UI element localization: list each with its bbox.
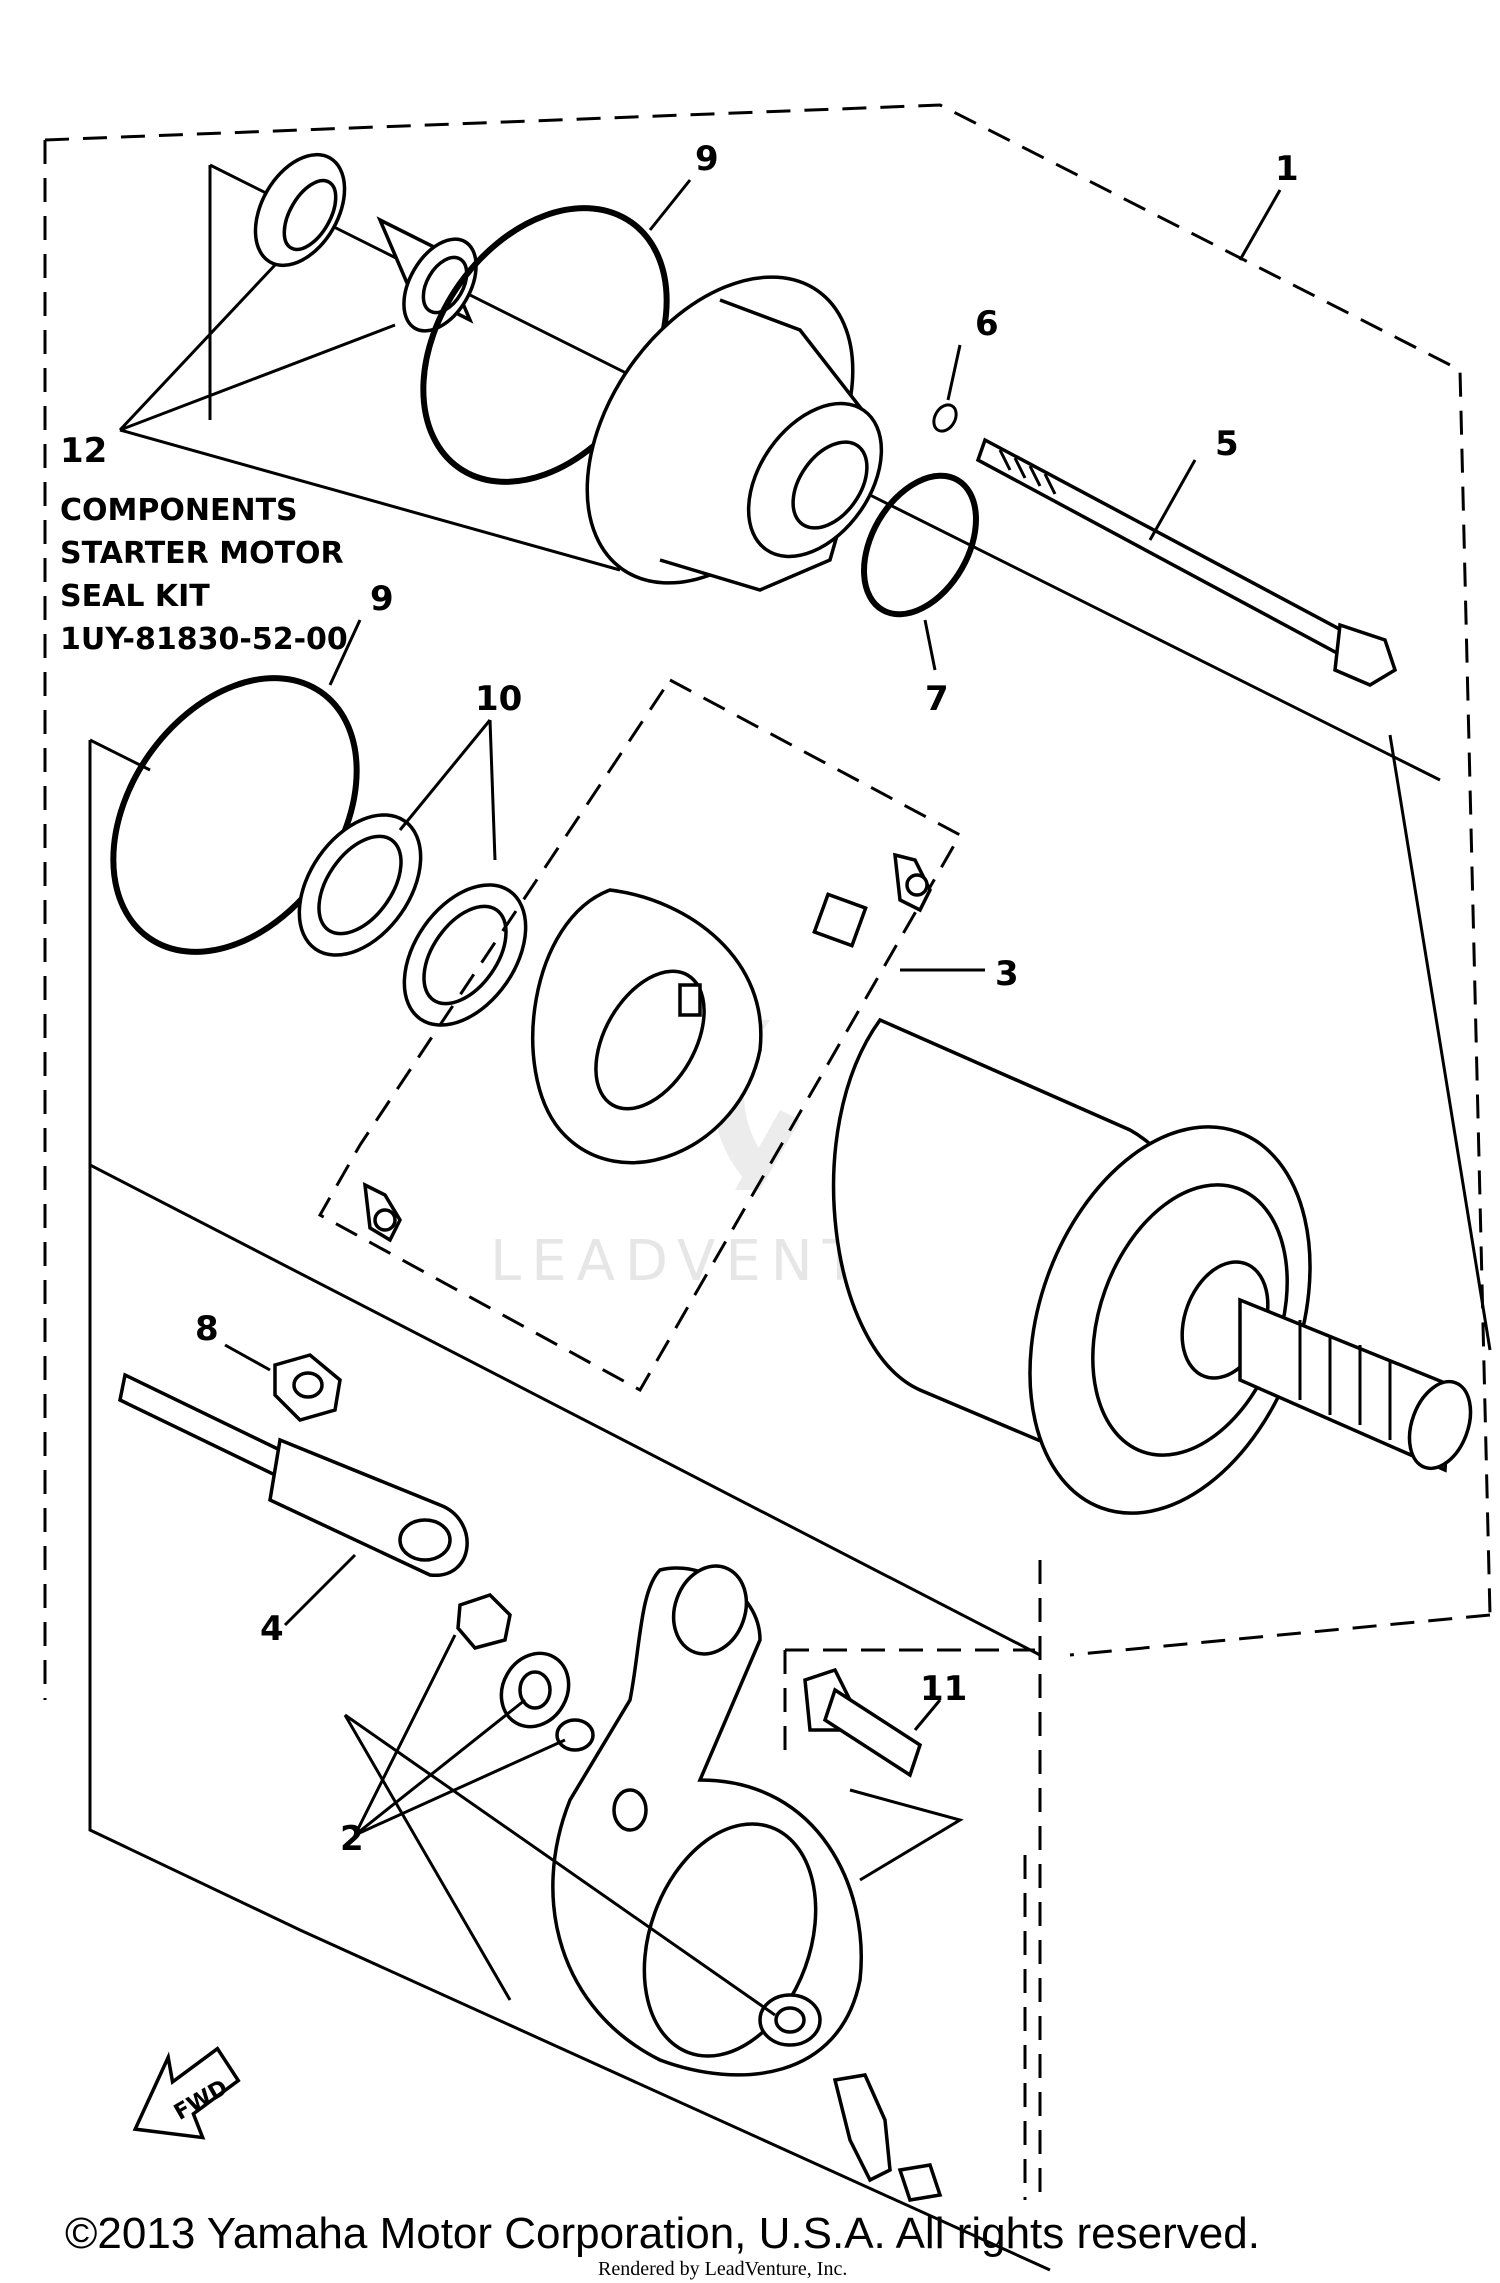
- components-note-line1: COMPONENTS: [60, 493, 298, 528]
- callout-3: 3: [995, 954, 1019, 994]
- small-o-ring: [932, 403, 958, 433]
- callout-1: 1: [1275, 149, 1299, 189]
- callout-8: 8: [195, 1309, 219, 1349]
- lower-screw: [832, 2073, 943, 2202]
- callout-9-mid: 9: [370, 579, 394, 619]
- terminal-hardware-2: [456, 1592, 595, 1752]
- leader-4: [283, 1553, 357, 1627]
- components-note: COMPONENTS STARTER MOTOR SEAL KIT 1UY-81…: [60, 493, 348, 657]
- callout-12: 12: [60, 431, 107, 471]
- nut-8: [273, 1353, 342, 1422]
- leader-7: [923, 619, 937, 671]
- lower-bracket-line: [88, 1165, 1051, 2272]
- oil-seal: [253, 152, 347, 268]
- callout-10: 10: [475, 679, 522, 719]
- terminal-lead: [118, 1372, 469, 1577]
- leader-9-top: [648, 179, 692, 231]
- leader-8: [224, 1343, 271, 1372]
- leader-6: [946, 344, 962, 401]
- leader-9-mid: [328, 619, 362, 686]
- needle-bearing: [376, 216, 478, 333]
- components-note-line3: SEAL KIT: [60, 579, 210, 614]
- leader-10: [398, 719, 497, 861]
- brush: [812, 892, 868, 948]
- leader-12: [118, 263, 621, 572]
- leader-2: [343, 1634, 776, 2017]
- callout-5: 5: [1215, 424, 1239, 464]
- o-ring-7: [861, 472, 979, 618]
- assembly-boundary-outer: [43, 103, 1492, 1700]
- callout-6: 6: [975, 304, 999, 344]
- rear-cover: [551, 1564, 863, 2077]
- brush-spring-top: [892, 852, 932, 913]
- leader-1: [1238, 189, 1282, 261]
- copyright-text: ©2013 Yamaha Motor Corporation, U.S.A. A…: [65, 2209, 1260, 2258]
- assembly-boundary-lower: [1023, 1560, 1042, 2200]
- rendered-by-text: Rendered by LeadVenture, Inc.: [598, 2258, 847, 2280]
- callout-11: 11: [920, 1669, 967, 1709]
- motor-yoke: [831, 1017, 1473, 1515]
- leader-5: [1148, 459, 1197, 541]
- fwd-arrow-icon: FWD: [132, 2046, 241, 2140]
- leader-11: [849, 1699, 964, 1882]
- bolt-11: [803, 1667, 923, 1778]
- front-cover: [585, 275, 884, 592]
- brush-set-boundary: [317, 678, 963, 1393]
- callout-4: 4: [260, 1609, 284, 1649]
- callout-2: 2: [340, 1819, 364, 1859]
- components-note-line2: STARTER MOTOR: [60, 536, 344, 571]
- brush-spring-bottom: [362, 1181, 402, 1243]
- motor-bracket-right: [1388, 734, 1492, 1351]
- callout-7: 7: [925, 679, 949, 719]
- washers: [297, 813, 528, 1027]
- bolt-11-boundary: [783, 1648, 1035, 1760]
- callout-9-top: 9: [695, 139, 719, 179]
- components-note-line4: 1UY-81830-52-00: [60, 622, 348, 657]
- brush-plate: [531, 888, 763, 1165]
- through-bolt: [975, 437, 1398, 687]
